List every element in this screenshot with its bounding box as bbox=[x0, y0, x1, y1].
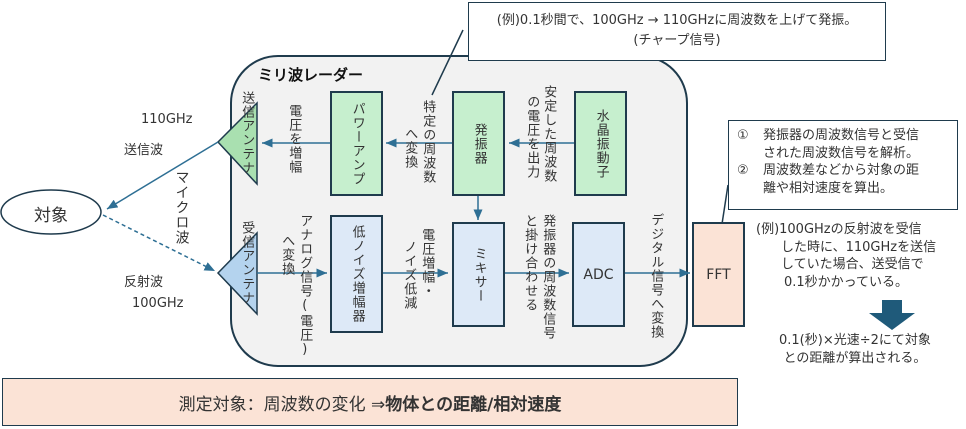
result-line2: との距離が算出される。 bbox=[783, 350, 927, 366]
example-line1: (例)100GHzの反射波を受信 bbox=[756, 222, 922, 237]
summary-prefix: 測定対象：周波数の変化 ⇒ bbox=[178, 394, 386, 415]
label-digital-convert: デジタル信号へ変換 bbox=[648, 213, 664, 339]
adc-label: ADC bbox=[583, 266, 614, 283]
tx-wave-label: 送信波 bbox=[124, 143, 164, 158]
oscillator-block: 発振器 bbox=[452, 91, 505, 196]
fft-callout-item-2: ② 周波数差などから対象の距 離や相対速度を算出。 bbox=[737, 162, 949, 197]
oscillator-label: 発振器 bbox=[471, 122, 487, 165]
label-output-voltage: の電圧を出力 bbox=[524, 95, 540, 179]
label-analog-signal: アナログ信号(電圧) bbox=[297, 214, 313, 358]
microwave-label: マイクロ波 bbox=[173, 170, 190, 245]
power-amp-label: パワーアンプ bbox=[349, 101, 365, 186]
example-note: (例)100GHzの反射波を受信 した時に、110GHzを送信 していた場合、送… bbox=[756, 221, 936, 291]
result-note: 0.1(秒)×光速÷2にて対象 との距離が算出される。 bbox=[779, 332, 931, 367]
fft-callout: ① 発振器の周波数信号と受信 された周波数信号を解析。 ② 周波数差などから対象… bbox=[728, 120, 958, 210]
item2-line2: 離や相対速度を算出。 bbox=[763, 180, 894, 196]
label-convert-to: へ変換 bbox=[402, 127, 418, 169]
down-arrow-icon bbox=[869, 300, 915, 330]
lna-label: 低ノイズ増幅器 bbox=[349, 225, 365, 323]
power-amp-block: パワーアンプ bbox=[330, 91, 383, 196]
summary-bar-extension: 測定対象：周波数の変化 ⇒ 物体との距離/相対速度 bbox=[2, 378, 738, 426]
label-mix-osc: 発振器の周波数信号 bbox=[540, 214, 556, 340]
label-multiply: と掛け合わせる bbox=[522, 214, 538, 312]
item1-line2: された周波数信号を解析。 bbox=[763, 145, 920, 161]
radar-title: ミリ波レーダー bbox=[258, 66, 364, 84]
label-analog-convert: へ変換 bbox=[279, 234, 295, 276]
label-stable-freq: 安定した周波数 bbox=[541, 85, 557, 183]
mixer-block: ミキサー bbox=[452, 222, 505, 327]
adc-block: ADC bbox=[572, 222, 625, 327]
rx-frequency: 100GHz bbox=[132, 296, 184, 311]
item1-line1: 発振器の周波数信号と受信 bbox=[763, 128, 920, 143]
label-voltage-amp: 電圧増幅・ bbox=[419, 228, 435, 298]
tx-antenna-label: 送信アンテナ bbox=[239, 91, 255, 175]
mixer-label: ミキサー bbox=[471, 246, 487, 303]
summary-highlight: 物体との距離/相対速度 bbox=[385, 394, 562, 415]
item2-number: ② bbox=[737, 163, 749, 179]
label-amplify-voltage: 電圧を増幅 bbox=[286, 104, 302, 174]
example-line4: 0.1秒かかっている。 bbox=[784, 274, 909, 290]
item1-text: 発振器の周波数信号と受信 された周波数信号を解析。 bbox=[763, 127, 919, 162]
chirp-callout-line2: (チャープ信号) bbox=[633, 32, 721, 48]
item1-number: ① bbox=[737, 128, 749, 143]
crystal-block: 水晶振動子 bbox=[574, 91, 627, 196]
label-specific-freq: 特定の周波数 bbox=[420, 100, 436, 184]
example-line2: した時に、110GHzを送信 bbox=[781, 239, 937, 255]
fft-callout-item-1: ① 発振器の周波数信号と受信 された周波数信号を解析。 bbox=[737, 127, 949, 162]
crystal-label: 水晶振動子 bbox=[593, 108, 609, 179]
rx-wave-line bbox=[102, 214, 216, 272]
rx-antenna-label: 受信アンテナ bbox=[239, 221, 255, 305]
label-noise-reduction: ノイズ低減 bbox=[401, 240, 417, 310]
fft-block: FFT bbox=[692, 222, 745, 327]
result-line1: 0.1(秒)×光速÷2にて対象 bbox=[779, 333, 931, 348]
target-label: 対象 bbox=[34, 206, 68, 226]
tx-frequency: 110GHz bbox=[141, 112, 193, 127]
rx-wave-label: 反射波 bbox=[124, 275, 164, 290]
item2-text: 周波数差などから対象の距 離や相対速度を算出。 bbox=[763, 162, 919, 197]
item2-line1: 周波数差などから対象の距 bbox=[763, 163, 920, 179]
chirp-callout: (例)0.1秒間で、100GHz → 110GHzに周波数を上げて発振。 (チャ… bbox=[468, 2, 886, 61]
lna-block: 低ノイズ増幅器 bbox=[330, 215, 383, 333]
fft-label: FFT bbox=[706, 266, 731, 283]
example-line3: していた場合、送受信で bbox=[781, 257, 924, 273]
chirp-callout-line1: (例)0.1秒間で、100GHz → 110GHzに周波数を上げて発振。 bbox=[496, 13, 858, 28]
